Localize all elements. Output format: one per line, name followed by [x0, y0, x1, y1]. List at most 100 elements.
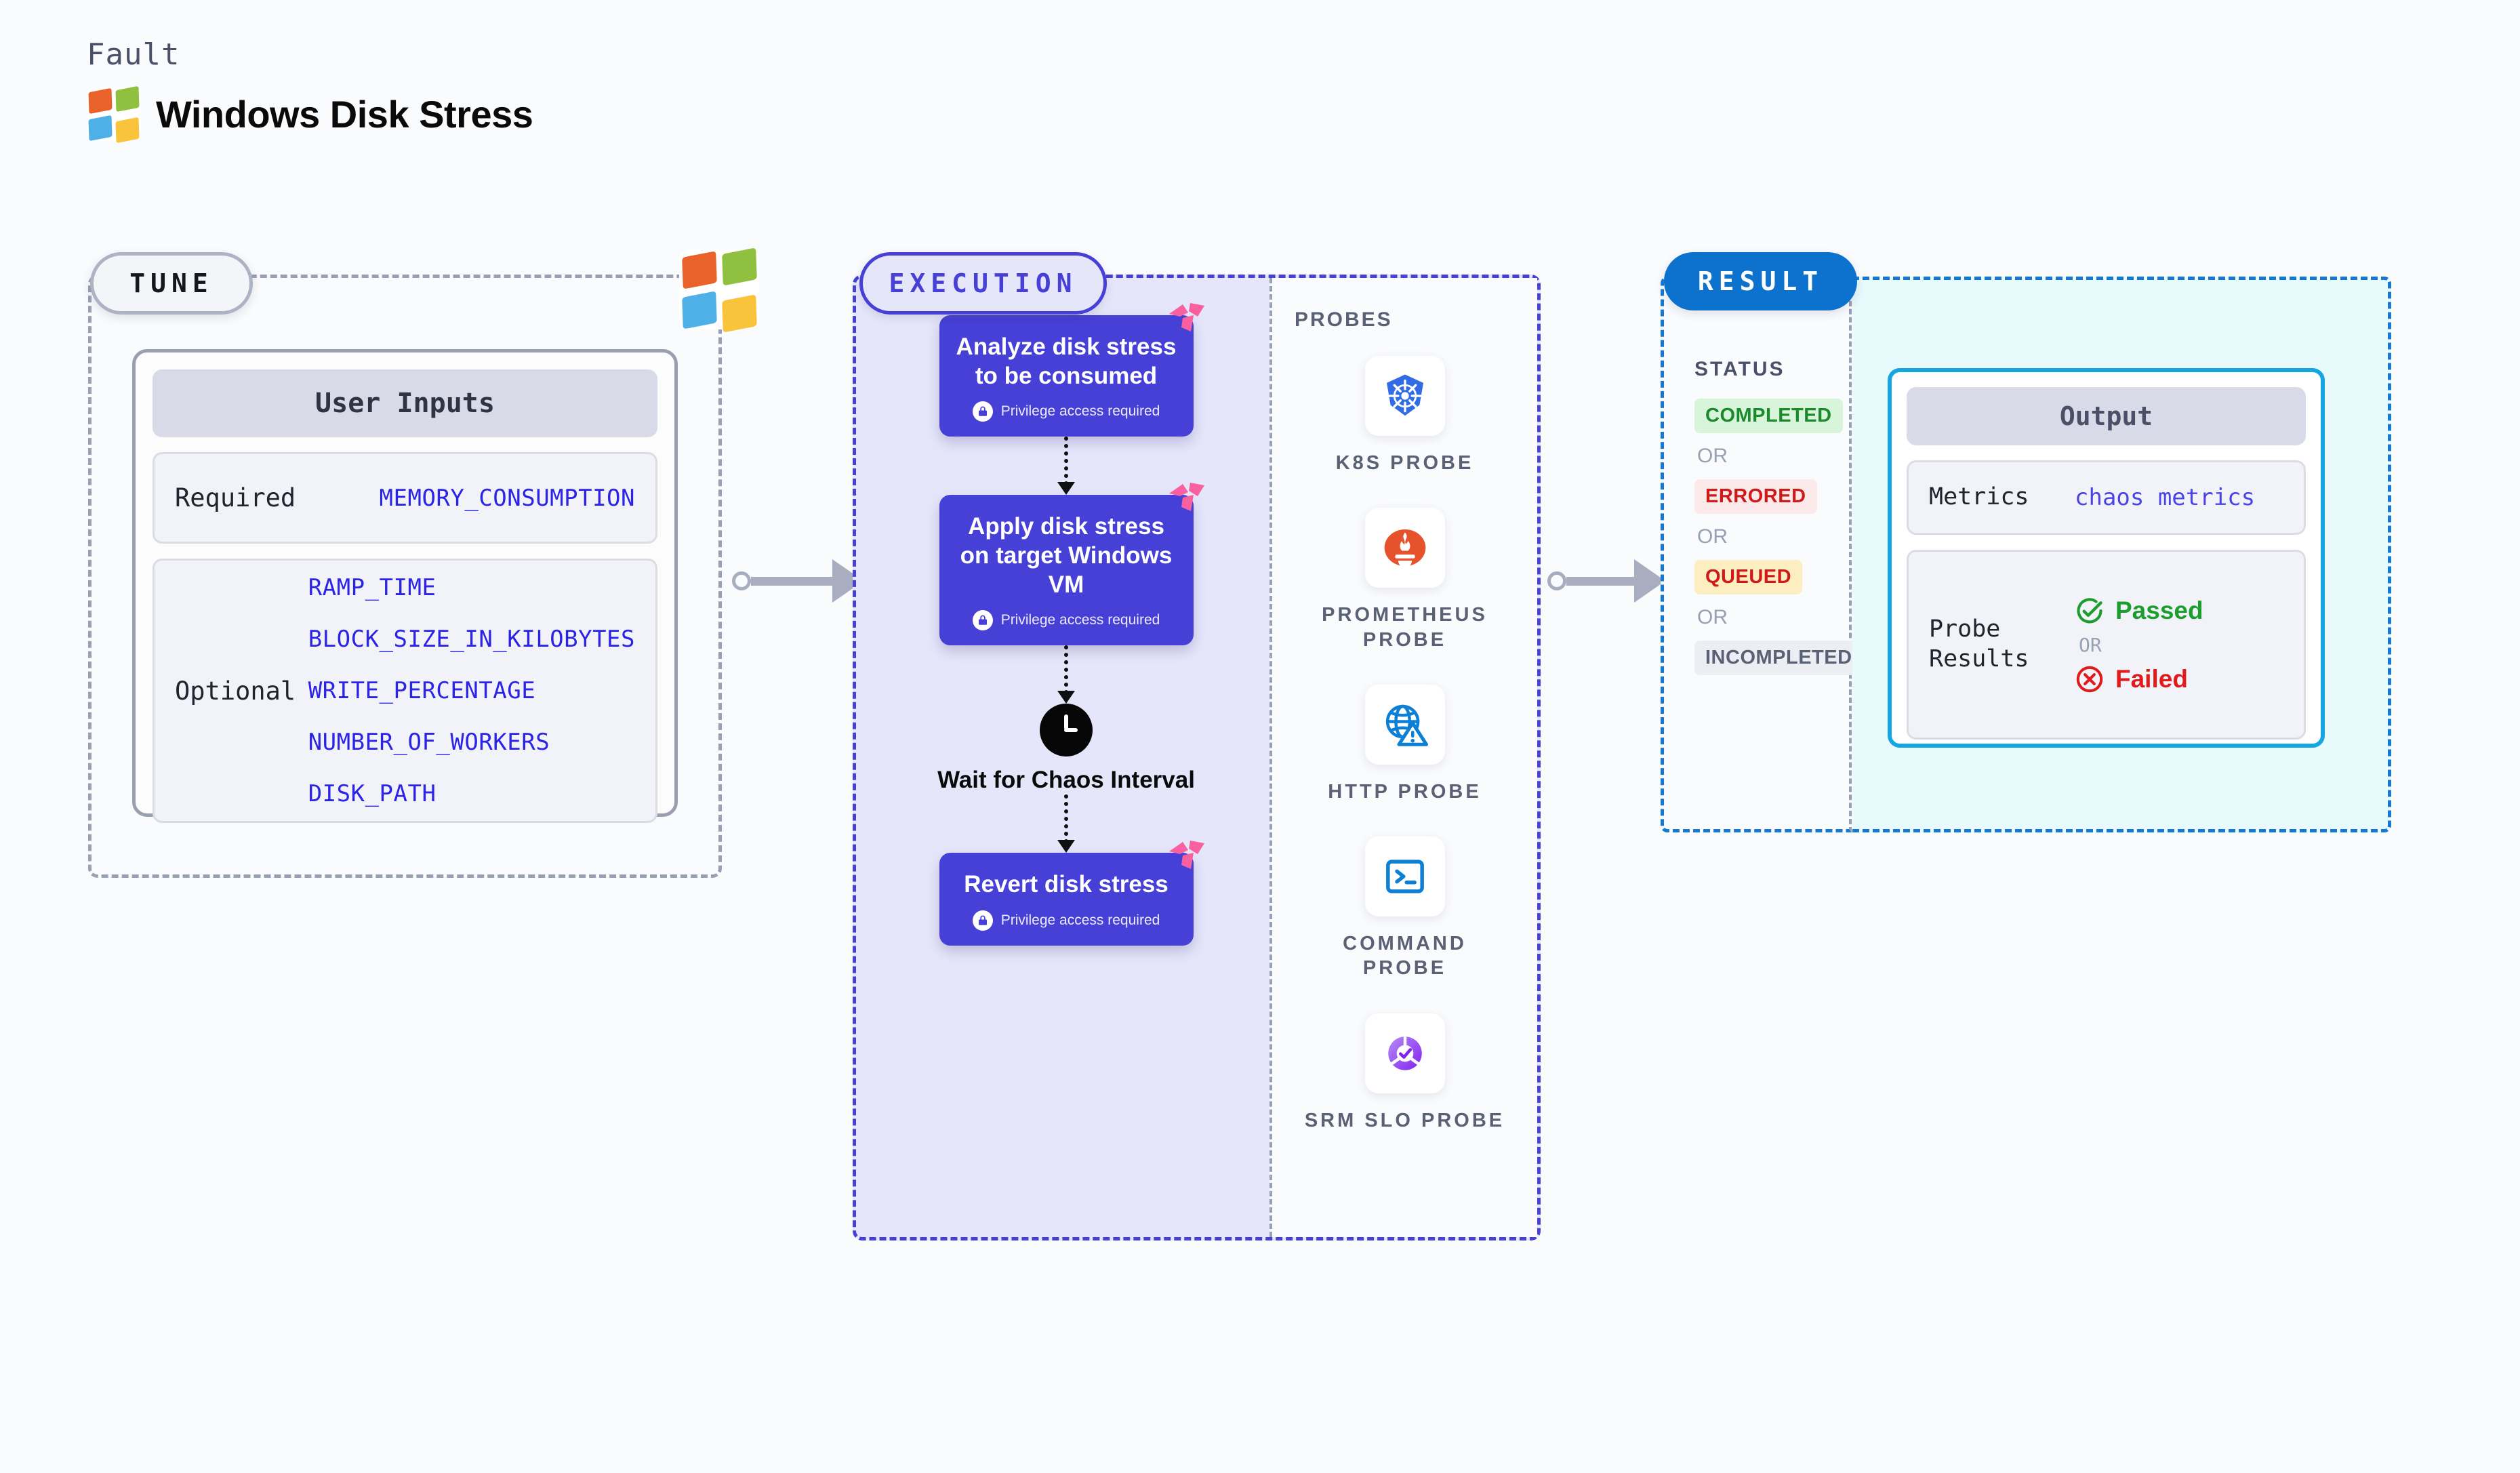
param-disk-path[interactable]: DISK_PATH [308, 780, 436, 807]
probe-results-label: Probe Results [1929, 616, 2029, 672]
litmus-badge-icon [1168, 303, 1204, 331]
fault-label: Fault [87, 37, 180, 72]
failed-label: Failed [2115, 664, 2188, 693]
connector-dot-start [1547, 571, 1566, 590]
step-title: Analyze disk stress to be consumed [956, 334, 1177, 389]
privilege-note: Privilege access required [953, 401, 1180, 422]
lock-icon [972, 910, 993, 931]
optional-inputs-row: Optional RAMP_TIME BLOCK_SIZE_IN_KILOBYT… [153, 559, 657, 823]
lock-icon [972, 610, 993, 631]
probe-label: HTTP PROBE [1328, 780, 1482, 803]
probe-tile [1364, 356, 1445, 436]
status-title: STATUS [1694, 358, 1785, 380]
flow-arrow [1057, 437, 1075, 496]
result-panel-badge: RESULT [1664, 252, 1857, 310]
step-title: Revert disk stress [964, 871, 1168, 898]
probe-tile [1364, 1013, 1445, 1093]
execution-step-card[interactable]: Analyze disk stress to be consumed Privi… [939, 303, 1204, 437]
lock-icon [972, 401, 993, 422]
status-badge-incompleted: INCOMPLETED [1694, 641, 1863, 675]
flow-arrow [1057, 794, 1075, 853]
tune-panel-badge: TUNE [90, 252, 253, 315]
required-values: MEMORY_CONSUMPTION [380, 485, 635, 512]
output-title: Output [1907, 387, 2306, 445]
probes-area: PROBES K8S PRO [1269, 278, 1537, 1237]
probes-title: PROBES [1295, 308, 1393, 331]
probe-item-k8s[interactable]: K8S PROBE [1303, 356, 1507, 475]
probe-item-prometheus[interactable]: PROMETHEUS PROBE [1303, 508, 1507, 652]
param-block-size[interactable]: BLOCK_SIZE_IN_KILOBYTES [308, 626, 635, 653]
probe-label: PROMETHEUS PROBE [1322, 604, 1488, 651]
litmus-badge-icon [1168, 841, 1204, 870]
or-label: OR [1697, 445, 1728, 467]
metrics-value[interactable]: chaos metrics [2075, 484, 2256, 511]
result-status-column: STATUS COMPLETED OR ERRORED OR QUEUED OR… [1661, 277, 1863, 832]
tune-panel: User Inputs Required MEMORY_CONSUMPTION … [88, 275, 722, 878]
kubernetes-icon [1386, 374, 1423, 416]
output-card: Output Metrics chaos metrics Probe Resul… [1888, 368, 2325, 748]
or-label: OR [1697, 606, 1728, 628]
privilege-text: Privilege access required [1000, 912, 1160, 929]
param-number-of-workers[interactable]: NUMBER_OF_WORKERS [308, 729, 550, 756]
connector-dot-start [732, 571, 751, 590]
probe-item-http[interactable]: HTTP PROBE [1303, 684, 1507, 804]
execution-panel: Analyze disk stress to be consumed Privi… [853, 275, 1541, 1240]
srm-slo-icon [1387, 1036, 1422, 1070]
execution-flow: Analyze disk stress to be consumed Privi… [856, 303, 1276, 946]
connector-arrowhead [1634, 559, 1665, 603]
optional-values: RAMP_TIME BLOCK_SIZE_IN_KILOBYTES WRITE_… [308, 574, 635, 807]
passed-label: Passed [2115, 596, 2203, 624]
probe-label: SRM SLO PROBE [1304, 1109, 1505, 1131]
probes-list: K8S PROBE PROMETHEUS PROBE [1272, 356, 1537, 1133]
param-write-percentage[interactable]: WRITE_PERCENTAGE [308, 677, 536, 704]
status-badge-completed: COMPLETED [1694, 399, 1843, 433]
http-globe-icon [1385, 704, 1428, 746]
status-list: COMPLETED OR ERRORED OR QUEUED OR INCOMP… [1694, 399, 1863, 675]
execution-step-card[interactable]: Apply disk stress on target Windows VM P… [939, 483, 1204, 646]
clock-icon [1040, 704, 1093, 757]
status-badge-errored: ERRORED [1694, 479, 1817, 514]
optional-label: Optional [175, 676, 296, 706]
user-inputs-title: User Inputs [153, 369, 657, 437]
probe-label: COMMAND PROBE [1343, 933, 1467, 980]
metrics-row: Metrics chaos metrics [1907, 460, 2306, 535]
probe-tile [1364, 508, 1445, 588]
step-title: Apply disk stress on target Windows VM [960, 513, 1173, 598]
execution-step-card[interactable]: Revert disk stress Privilege access requ… [939, 841, 1204, 946]
user-inputs-card: User Inputs Required MEMORY_CONSUMPTION … [132, 349, 678, 823]
probe-item-command[interactable]: COMMAND PROBE [1303, 836, 1507, 981]
probe-result-failed: Failed [2075, 664, 2283, 694]
windows-logo-icon [679, 247, 759, 333]
page-title: Windows Disk Stress [156, 92, 533, 136]
prometheus-icon [1384, 529, 1425, 568]
probe-results-values: Passed OR Failed [2075, 596, 2283, 694]
flow-arrow [1057, 645, 1075, 704]
x-circle-icon [2076, 666, 2103, 692]
metrics-values: chaos metrics [2075, 484, 2283, 511]
title-row: Windows Disk Stress [87, 85, 533, 144]
privilege-note: Privilege access required [953, 610, 1180, 631]
wait-for-chaos-interval-node: Wait for Chaos Interval [937, 704, 1195, 794]
metrics-label: Metrics [1929, 483, 2029, 511]
connector-line [1566, 576, 1634, 586]
required-label: Required [175, 483, 296, 512]
probe-tile [1364, 684, 1445, 765]
privilege-text: Privilege access required [1000, 612, 1160, 628]
probe-item-srm-slo[interactable]: SRM SLO PROBE [1303, 1013, 1507, 1133]
or-label: OR [1697, 525, 1728, 548]
litmus-badge-icon [1168, 483, 1204, 512]
probe-tile [1364, 836, 1445, 916]
execution-panel-badge: EXECUTION [859, 252, 1107, 315]
probe-result-passed: Passed [2075, 596, 2283, 626]
windows-logo-icon [87, 85, 141, 144]
privilege-text: Privilege access required [1000, 403, 1160, 420]
status-badge-queued: QUEUED [1694, 560, 1803, 594]
result-output-column: Output Metrics chaos metrics Probe Resul… [1852, 277, 2391, 832]
check-circle-icon [2077, 597, 2102, 623]
param-memory-consumption[interactable]: MEMORY_CONSUMPTION [379, 484, 635, 512]
privilege-note: Privilege access required [953, 910, 1180, 931]
required-inputs-row: Required MEMORY_CONSUMPTION [153, 452, 657, 544]
terminal-icon [1385, 860, 1424, 893]
param-ramp-time[interactable]: RAMP_TIME [308, 574, 436, 601]
page-header: Fault Windows Disk Stress [87, 37, 533, 144]
